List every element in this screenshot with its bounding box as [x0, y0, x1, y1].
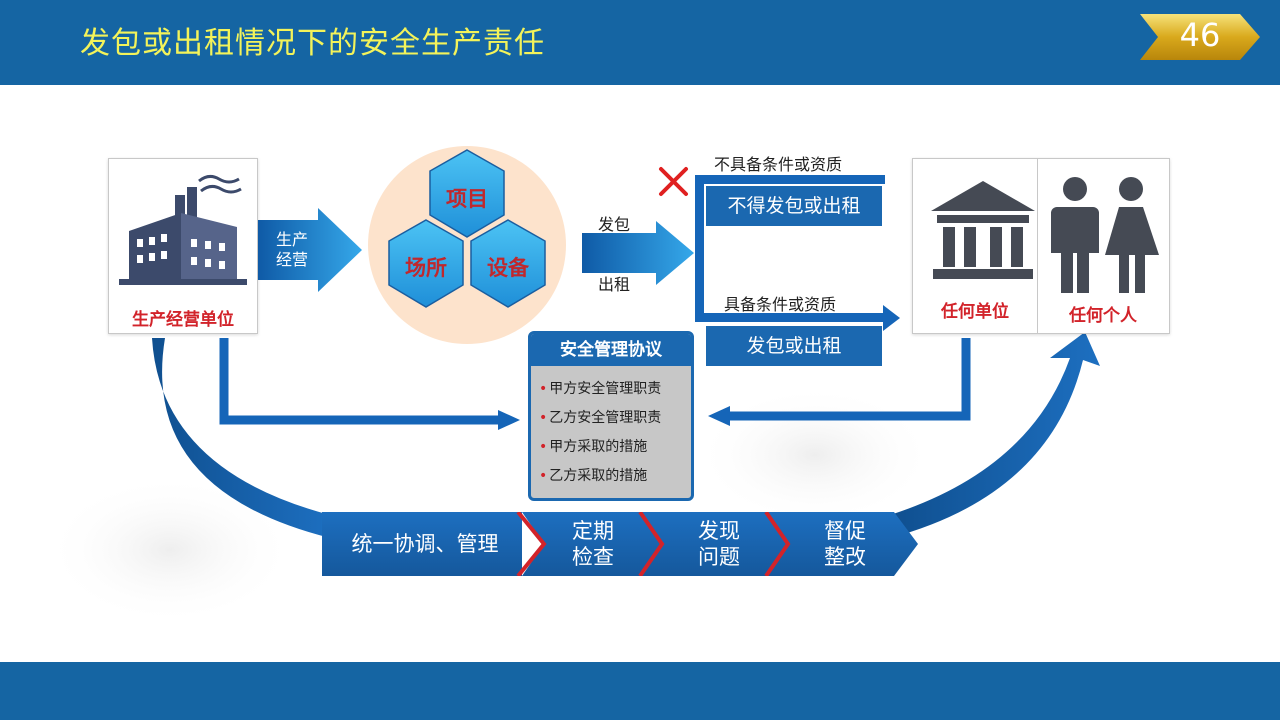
hex-site: 场所: [405, 256, 447, 280]
receiver-person-label: 任何个人: [1069, 306, 1137, 326]
page-number-badge: [1140, 14, 1260, 60]
operate-arrow-label: 生产 经营: [275, 230, 308, 269]
no-condition-box: 不得发包或出租: [706, 186, 882, 226]
factory-icon: [119, 174, 247, 285]
hex-equipment: 设备: [487, 256, 529, 280]
lease-arrow-icon: [582, 221, 694, 285]
page-title: 发包或出租情况下的安全生产责任: [80, 26, 545, 61]
process-bar: [322, 512, 918, 576]
producer-card: 生产经营单位: [108, 158, 258, 334]
producer-label: 生产经营单位: [132, 310, 234, 330]
with-condition-box: 发包或出租: [706, 326, 882, 366]
process-step-rectify: 督促 整改: [824, 519, 866, 569]
government-building-icon: [931, 181, 1035, 279]
header-bar: [0, 0, 1280, 85]
process-step-coordinate: 统一协调、管理: [351, 532, 499, 556]
receiver-unit-label: 任何单位: [941, 302, 1009, 322]
cross-icon: [659, 167, 688, 196]
page-number: 46: [1179, 16, 1221, 54]
decor-ellipse-left: [45, 475, 295, 625]
agreement-item: •甲方采取的措施: [539, 439, 648, 455]
people-icon: [1051, 177, 1159, 293]
agreement-title: 安全管理协议: [531, 334, 691, 366]
receivers-divider: [1037, 159, 1038, 333]
agreement-item: •乙方安全管理职责: [539, 410, 662, 426]
receivers-card: 任何单位 任何个人: [912, 158, 1170, 334]
process-step-inspect: 定期 检查: [572, 519, 614, 569]
process-step-find: 发现 问题: [698, 519, 740, 569]
agreement-box: 安全管理协议 •甲方安全管理职责 •乙方安全管理职责 •甲方采取的措施 •乙方采…: [528, 331, 694, 501]
lease-label-bottom: 出租: [598, 275, 631, 294]
operate-arrow-icon: [258, 208, 362, 292]
with-condition-label: 具备条件或资质: [724, 295, 837, 314]
agreement-item: •甲方安全管理职责: [539, 381, 662, 397]
lease-label-top: 发包: [598, 215, 631, 234]
hex-project: 项目: [446, 187, 488, 211]
agreement-item: •乙方采取的措施: [539, 468, 648, 484]
agreement-list: •甲方安全管理职责 •乙方安全管理职责 •甲方采取的措施 •乙方采取的措施: [531, 366, 691, 494]
no-condition-label: 不具备条件或资质: [714, 155, 843, 174]
hexagon-cluster: [368, 146, 566, 344]
footer-bar: [0, 662, 1280, 720]
